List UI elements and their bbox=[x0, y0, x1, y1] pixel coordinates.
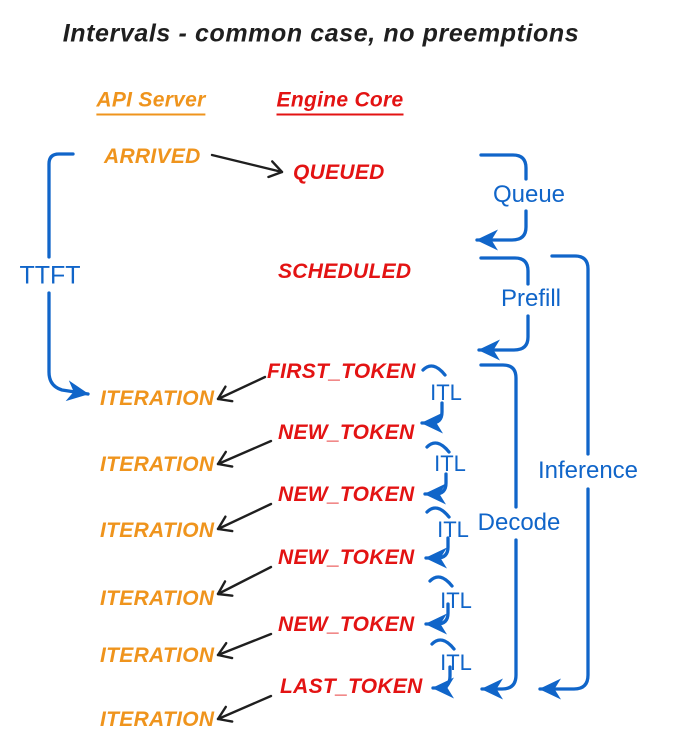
event-new-token-4: NEW_TOKEN bbox=[278, 613, 415, 636]
event-iteration-2: ITERATION bbox=[100, 453, 215, 476]
event-iteration-3: ITERATION bbox=[100, 519, 215, 542]
event-iteration-6: ITERATION bbox=[100, 708, 215, 731]
queue-bracket bbox=[475, 153, 528, 251]
ttft-bracket bbox=[47, 152, 90, 402]
itl-bracket-3 bbox=[424, 506, 451, 569]
prefill-bracket bbox=[477, 256, 530, 361]
event-iteration-1: ITERATION bbox=[100, 387, 215, 410]
interval-itl-label-5: ITL bbox=[440, 650, 472, 675]
itl-bracket-2 bbox=[423, 441, 451, 505]
interval-itl-label-1: ITL bbox=[430, 380, 462, 405]
interval-itl-label-4: ITL bbox=[440, 588, 472, 613]
engine-core-column-header: Engine Core bbox=[276, 89, 404, 116]
interval-itl-label-2: ITL bbox=[434, 451, 466, 476]
diagram-title: Intervals - common case, no preemptions bbox=[62, 19, 580, 48]
arrow-first-token-to-iteration bbox=[216, 375, 267, 403]
interval-decode-label: Decode bbox=[477, 509, 561, 536]
inference-bracket bbox=[538, 254, 590, 700]
event-scheduled: SCHEDULED bbox=[278, 260, 412, 283]
arrow-new-token-4-to-iteration bbox=[216, 632, 273, 660]
event-new-token-3: NEW_TOKEN bbox=[278, 546, 415, 569]
event-new-token-2: NEW_TOKEN bbox=[278, 483, 415, 506]
interval-ttft-label: TTFT bbox=[19, 261, 81, 290]
event-iteration-4: ITERATION bbox=[100, 587, 215, 610]
interval-queue-label: Queue bbox=[492, 181, 566, 208]
itl-bracket-4 bbox=[424, 575, 454, 635]
event-first-token: FIRST_TOKEN bbox=[267, 360, 416, 383]
itl-bracket-5 bbox=[430, 638, 456, 699]
arrow-new-token-1-to-iteration bbox=[216, 439, 273, 468]
itl-bracket-1 bbox=[420, 364, 447, 434]
api-server-column-header: API Server bbox=[96, 89, 206, 116]
interval-prefill-label: Prefill bbox=[500, 285, 562, 312]
decode-bracket bbox=[479, 363, 518, 700]
event-iteration-5: ITERATION bbox=[100, 644, 215, 667]
event-arrived: ARRIVED bbox=[104, 145, 201, 168]
arrow-arrived-to-queued bbox=[210, 153, 284, 179]
arrow-new-token-2-to-iteration bbox=[216, 502, 273, 533]
event-queued: QUEUED bbox=[293, 161, 385, 184]
arrow-last-token-to-iteration bbox=[216, 694, 273, 723]
event-last-token: LAST_TOKEN bbox=[280, 675, 423, 698]
event-new-token-1: NEW_TOKEN bbox=[278, 421, 415, 444]
interval-itl-label-3: ITL bbox=[437, 517, 469, 542]
arrow-new-token-3-to-iteration bbox=[216, 565, 273, 597]
interval-inference-label: Inference bbox=[537, 457, 639, 484]
